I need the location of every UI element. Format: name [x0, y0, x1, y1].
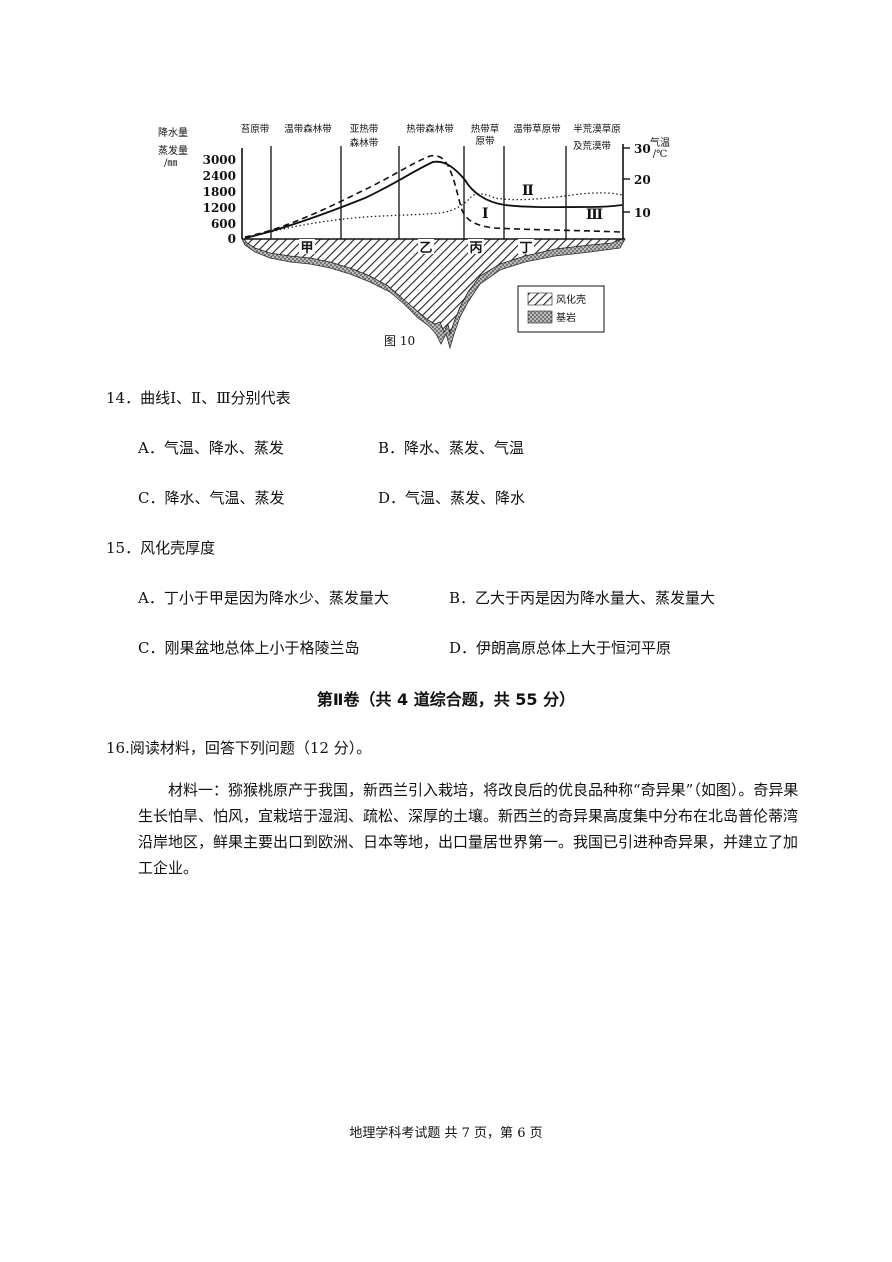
q16-material: 材料一：猕猴桃原产于我国，新西兰引入栽培，将改良后的优良品种称“奇异果”（如图）…	[138, 781, 799, 877]
q15-option-d[interactable]: D．伊朗高原总体上大于恒河平原	[449, 639, 672, 657]
left-tick: 600	[211, 217, 236, 231]
location-bing: 丙	[469, 241, 482, 256]
curve-III	[244, 160, 623, 239]
q14-option-c[interactable]: C．降水、气温、蒸发	[138, 489, 285, 507]
left-axis-title-line3: /㎜	[164, 158, 177, 169]
section-2-title: 第Ⅱ卷（共 4 道综合题，共 55 分）	[316, 690, 576, 709]
left-tick: 3000	[203, 153, 236, 167]
curve-label-II: Ⅱ	[522, 183, 534, 199]
left-axis-title-line2: 蒸发量	[158, 144, 188, 157]
location-yi: 乙	[419, 241, 432, 256]
left-axis-title-line1: 降水量	[158, 126, 188, 139]
q14-option-a[interactable]: A．气温、降水、蒸发	[138, 439, 284, 457]
q15-option-a[interactable]: A．丁小于甲是因为降水少、蒸发量大	[138, 589, 389, 607]
q15-option-b[interactable]: B．乙大于丙是因为降水量大、蒸发量大	[449, 589, 716, 607]
zone-label-desert-2: 及荒漠带	[573, 140, 612, 152]
zone-label-subtropical-forest-2: 森林带	[350, 137, 379, 149]
weathering-crust-area	[243, 238, 623, 336]
zone-label-savanna-1: 热带草	[471, 123, 500, 135]
legend-label-crust: 风化壳	[556, 293, 586, 306]
zone-label-desert-1: 半荒漠草原	[573, 123, 621, 135]
q15-option-c[interactable]: C．刚果盆地总体上小于格陵兰岛	[138, 639, 360, 657]
figure-10: 降水量 蒸发量 /㎜ 3000 2400 1800 1200 600 0 气温 …	[158, 123, 670, 350]
curve-label-I: Ⅰ	[482, 206, 489, 222]
zone-label-tropical-forest: 热带森林带	[406, 123, 454, 135]
right-tick: 10	[634, 206, 651, 220]
location-jia: 甲	[300, 241, 313, 256]
curve-label-III: Ⅲ	[586, 207, 603, 223]
page-footer: 地理学科考试题 共 7 页，第 6 页	[349, 1126, 543, 1141]
q14-option-d[interactable]: D．气温、蒸发、降水	[378, 489, 526, 507]
left-tick: 2400	[203, 169, 236, 183]
location-ding: 丁	[519, 241, 532, 256]
right-axis-title-line2: /℃	[653, 149, 668, 160]
curve-II	[244, 192, 623, 240]
right-tick: 20	[634, 173, 651, 187]
zone-label-tundra: 苔原带	[241, 123, 270, 135]
right-axis-title-line1: 气温	[650, 136, 670, 149]
zone-label-savanna-2: 原带	[475, 136, 495, 147]
zone-label-subtropical-forest-1: 亚热带	[350, 123, 379, 135]
right-tick: 30	[634, 142, 651, 156]
q15-stem: 15．风化壳厚度	[106, 539, 216, 557]
legend-swatch-crust	[527, 292, 553, 306]
left-tick: 1800	[203, 185, 236, 199]
left-tick: 0	[228, 232, 236, 246]
zone-label-temperate-forest: 温带森林带	[284, 123, 332, 135]
figure-caption: 图 10	[384, 334, 415, 348]
legend-label-bedrock: 基岩	[556, 311, 576, 324]
left-tick: 1200	[203, 201, 236, 215]
zone-label-temperate-grassland: 温带草原带	[513, 123, 561, 135]
q14-option-b[interactable]: B．降水、蒸发、气温	[378, 439, 525, 457]
curve-I	[244, 154, 621, 238]
legend-swatch-bedrock	[527, 310, 553, 324]
q16-stem: 16.阅读材料，回答下列问题（12 分）。	[106, 739, 372, 757]
q14-stem: 14．曲线Ⅰ、Ⅱ、Ⅲ分别代表	[106, 389, 291, 407]
